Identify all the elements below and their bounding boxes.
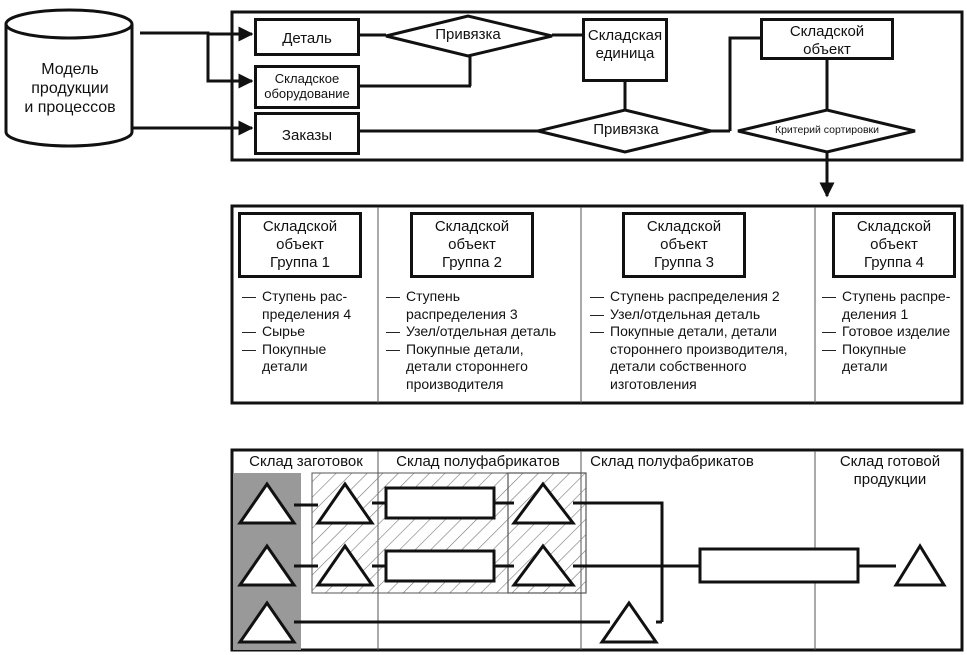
stock-triangle-icon bbox=[237, 543, 297, 587]
database-cylinder-icon bbox=[4, 8, 134, 148]
stock-triangle-icon bbox=[315, 481, 375, 525]
stock-triangle-icon bbox=[599, 600, 659, 644]
zone-raw-title: Склад заготовок bbox=[249, 453, 363, 470]
zone-semi-title-2: Склад полуфабрикатов bbox=[590, 453, 754, 470]
process-box-3 bbox=[698, 547, 860, 584]
stock-triangles bbox=[237, 481, 947, 644]
group-2-title-box: Складской объект Группа 2 bbox=[410, 212, 534, 278]
group-2-list: —Ступень распределения 3 —Узел/отдельная… bbox=[386, 288, 557, 392]
criterion-diamond bbox=[737, 108, 916, 154]
group-4-list: —Ступень распре- деления 1 —Готовое изде… bbox=[822, 288, 951, 374]
warehouse-frame bbox=[230, 448, 964, 652]
binding-diamond-1 bbox=[385, 14, 553, 58]
binding-label-1: Привязка bbox=[435, 26, 501, 43]
groups-frame bbox=[230, 204, 964, 405]
stock-triangle-icon bbox=[237, 600, 297, 644]
group-1-title-box: Складской объект Группа 1 bbox=[238, 212, 362, 278]
group-3-title-box: Складской объект Группа 3 bbox=[622, 212, 746, 278]
detail-box: Деталь bbox=[254, 18, 360, 56]
group-4-title-box: Складской объект Группа 4 bbox=[832, 212, 956, 278]
top-connectors bbox=[360, 14, 916, 198]
zone-finished-title: Склад готовой продукции bbox=[839, 453, 941, 488]
orders-box: Заказы bbox=[254, 112, 360, 155]
stock-triangle-icon bbox=[315, 543, 375, 587]
storage-object-box: Складской объект bbox=[760, 18, 894, 60]
group-1-list: —Ступень рас- пределения 4 —Сырье —Покуп… bbox=[242, 288, 352, 374]
process-box-1 bbox=[384, 486, 496, 520]
stock-triangle-icon bbox=[511, 481, 577, 525]
stock-triangle-icon bbox=[893, 543, 947, 587]
group-3-list: —Ступень распределения 2 —Узел/отдельная… bbox=[590, 288, 788, 392]
process-boxes bbox=[384, 486, 860, 584]
stock-triangle-icon bbox=[511, 543, 577, 587]
equipment-box: Складское оборудование bbox=[254, 65, 360, 109]
binding-label-2: Привязка bbox=[593, 121, 659, 138]
storage-unit-box: Складская единица bbox=[582, 18, 668, 82]
source-arrows bbox=[132, 26, 254, 136]
model-frame bbox=[230, 10, 964, 162]
source-model-label: Модель продукции и процессов bbox=[24, 61, 116, 117]
criterion-label: Критерий сортировки bbox=[774, 124, 880, 136]
flow-lines bbox=[294, 501, 896, 624]
process-box-2 bbox=[384, 549, 496, 583]
binding-diamond-2 bbox=[537, 108, 712, 154]
stock-triangle-icon bbox=[237, 481, 297, 525]
semi-stock-zone-b bbox=[507, 472, 587, 594]
zone-semi-title-1: Склад полуфабрикатов bbox=[396, 453, 560, 470]
